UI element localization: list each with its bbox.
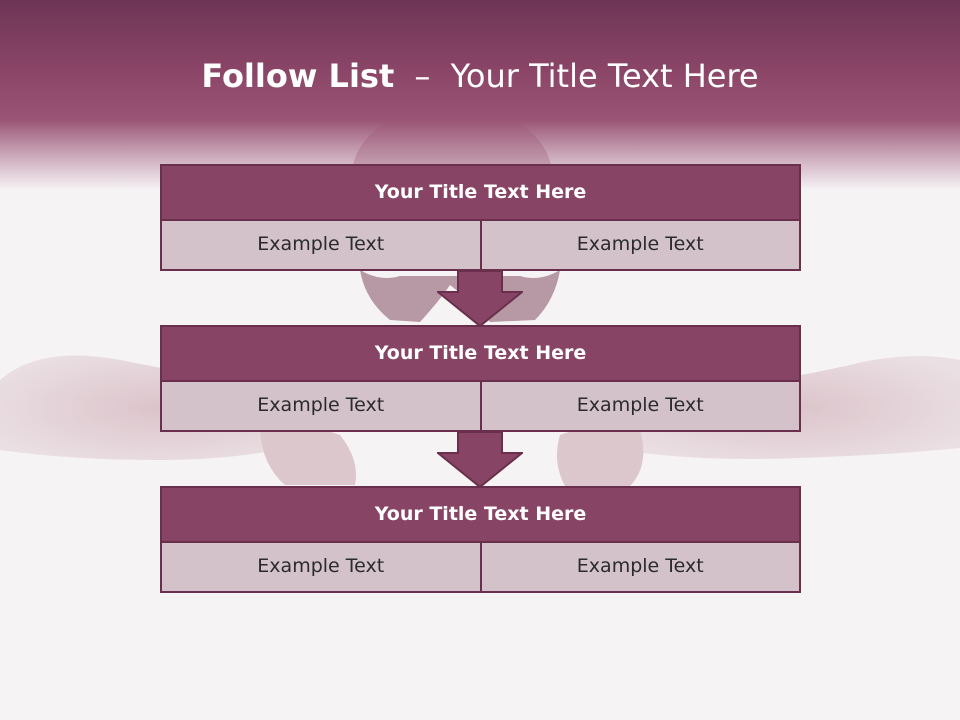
block-cell-left: Example Text [162,382,480,430]
block-title: Your Title Text Here [160,325,801,382]
block-cell-right: Example Text [479,543,799,591]
title-separator: – [414,57,431,95]
title-main: Follow List [201,57,395,95]
block-cell-left: Example Text [162,543,480,591]
block-row: Example Text Example Text [160,221,801,271]
block-cell-left: Example Text [162,221,480,269]
down-arrow-icon [437,271,523,327]
slide-title: Follow List – Your Title Text Here [0,52,960,100]
down-arrow-icon [437,432,523,488]
list-block-2: Your Title Text Here Example Text Exampl… [160,325,801,432]
title-sub: Your Title Text Here [450,57,759,95]
block-title: Your Title Text Here [160,486,801,543]
list-block-1: Your Title Text Here Example Text Exampl… [160,164,801,271]
list-block-3: Your Title Text Here Example Text Exampl… [160,486,801,593]
block-cell-right: Example Text [479,221,799,269]
block-row: Example Text Example Text [160,543,801,593]
header-band [0,0,960,190]
block-cell-right: Example Text [479,382,799,430]
block-row: Example Text Example Text [160,382,801,432]
block-title: Your Title Text Here [160,164,801,221]
